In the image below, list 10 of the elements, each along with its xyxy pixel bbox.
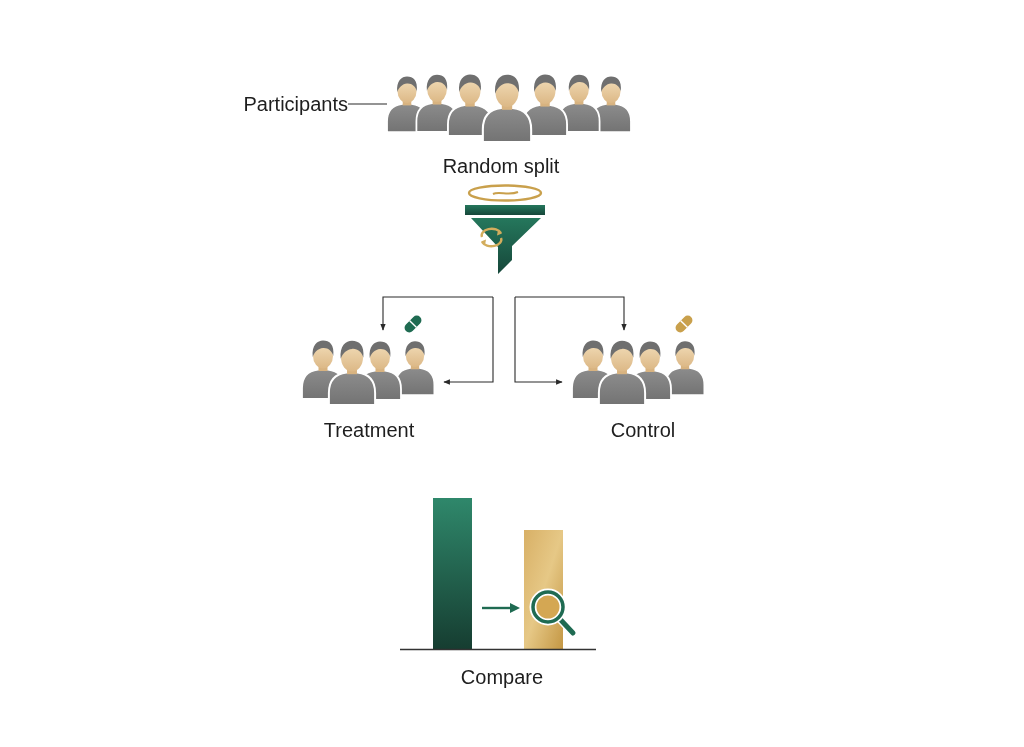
- node-label: Treatment: [323, 418, 415, 442]
- arrow: [380, 296, 494, 331]
- node-label: Random split: [442, 154, 560, 178]
- arrow: [514, 296, 627, 331]
- leader-line: [347, 103, 388, 105]
- node-label: Compare: [460, 665, 544, 689]
- arrow: [443, 296, 494, 385]
- node-label: Participants: [243, 92, 348, 116]
- node-label: Control: [610, 418, 676, 442]
- arrow: [514, 296, 563, 385]
